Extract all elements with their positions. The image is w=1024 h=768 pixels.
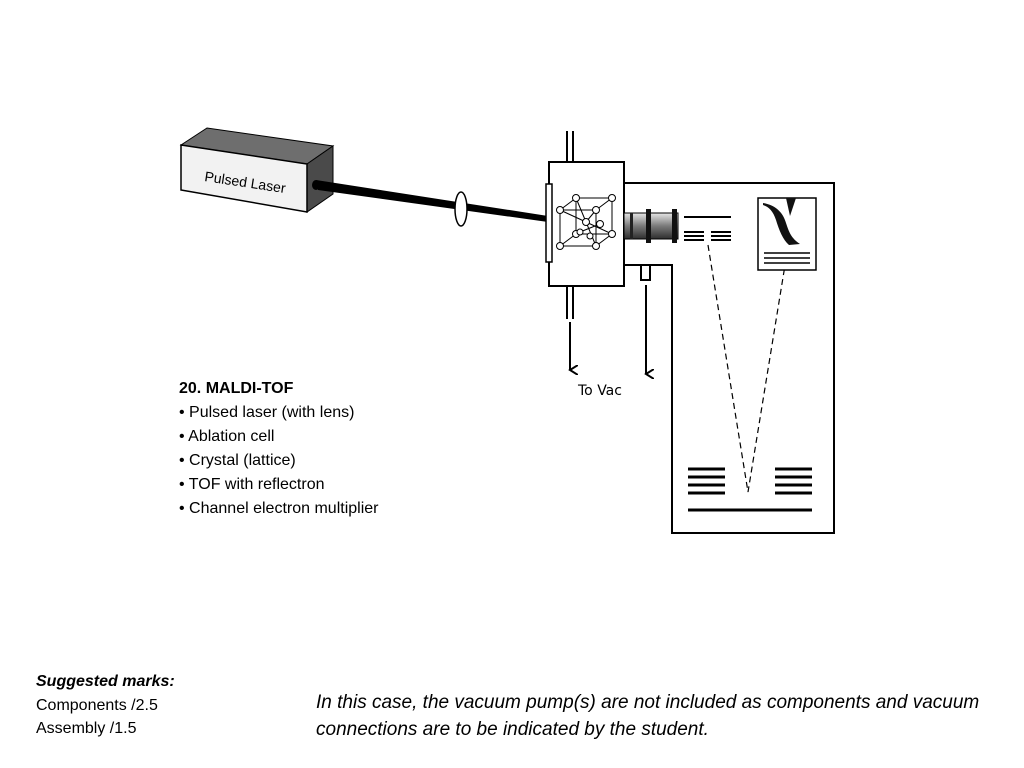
- component-item: • Crystal (lattice): [179, 452, 296, 469]
- component-item: • Ablation cell: [179, 428, 275, 445]
- reflectron-plates: [688, 467, 812, 512]
- lens: [454, 191, 468, 227]
- crystal-lattice: [556, 194, 616, 250]
- ion-optics: [623, 209, 679, 243]
- detector-display: [757, 197, 817, 271]
- laser-aperture: [312, 180, 320, 190]
- component-item: • Pulsed laser (with lens): [179, 404, 355, 421]
- vacuum-label: To Vac: [578, 383, 622, 399]
- marks-assembly: Assembly /1.5: [36, 720, 137, 737]
- ion-flight-path: [707, 244, 788, 493]
- component-item: • Channel electron multiplier: [179, 500, 379, 517]
- extraction-grid: [684, 216, 731, 241]
- tof-vacuum-port: [640, 265, 651, 281]
- pulsed-laser: Pulsed Laser: [179, 127, 335, 213]
- marks-title: Suggested marks:: [36, 673, 175, 690]
- sample-plate: [545, 183, 553, 263]
- instruction-note: In this case, the vacuum pump(s) are not…: [316, 692, 980, 740]
- marks-components: Components /2.5: [36, 697, 158, 714]
- component-item: • TOF with reflectron: [179, 476, 325, 493]
- tof-housing: [624, 182, 835, 534]
- components-title: 20. MALDI-TOF: [179, 380, 294, 397]
- laser-beam: [316, 180, 548, 222]
